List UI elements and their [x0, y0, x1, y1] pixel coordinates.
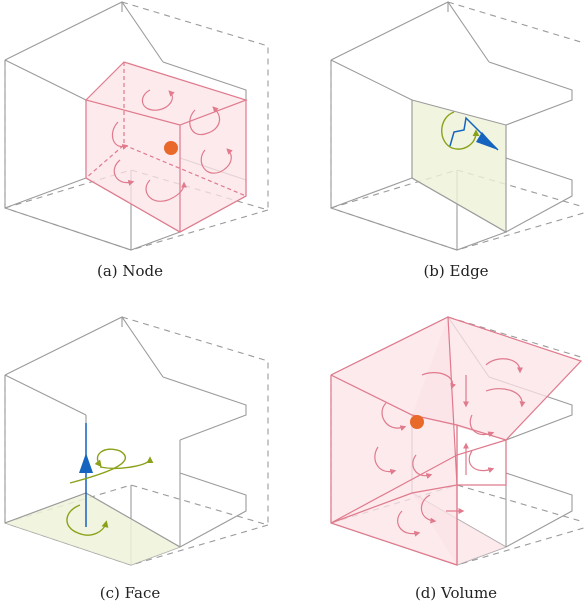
edge-dual-face: [412, 100, 506, 232]
caption-a: (a) Node: [97, 262, 163, 280]
panel-node: [4, 1, 269, 251]
face-circulation-lower: [66, 504, 109, 536]
volume-circulation-arrows: [374, 358, 526, 537]
edge-vector-head: [476, 132, 498, 150]
panel-edge: [330, 1, 584, 251]
node-circulation-arrows: [111, 89, 233, 202]
face-circulation-upper: [69, 448, 127, 484]
face-vector-head: [79, 453, 93, 473]
node-point: [164, 141, 178, 155]
caption-d: (d) Volume: [415, 584, 497, 602]
edge-vector: [449, 116, 499, 151]
face-dual-plane: [5, 493, 180, 565]
edge-circulation: [441, 111, 480, 150]
volume-node-point: [410, 415, 424, 429]
panel-volume: [330, 316, 584, 566]
caption-b: (b) Edge: [423, 262, 488, 280]
volume-dual-cell: [330, 316, 583, 566]
caption-c: (c) Face: [100, 584, 161, 602]
node-dual-cell: [84, 61, 248, 233]
panel-face: [4, 316, 269, 566]
